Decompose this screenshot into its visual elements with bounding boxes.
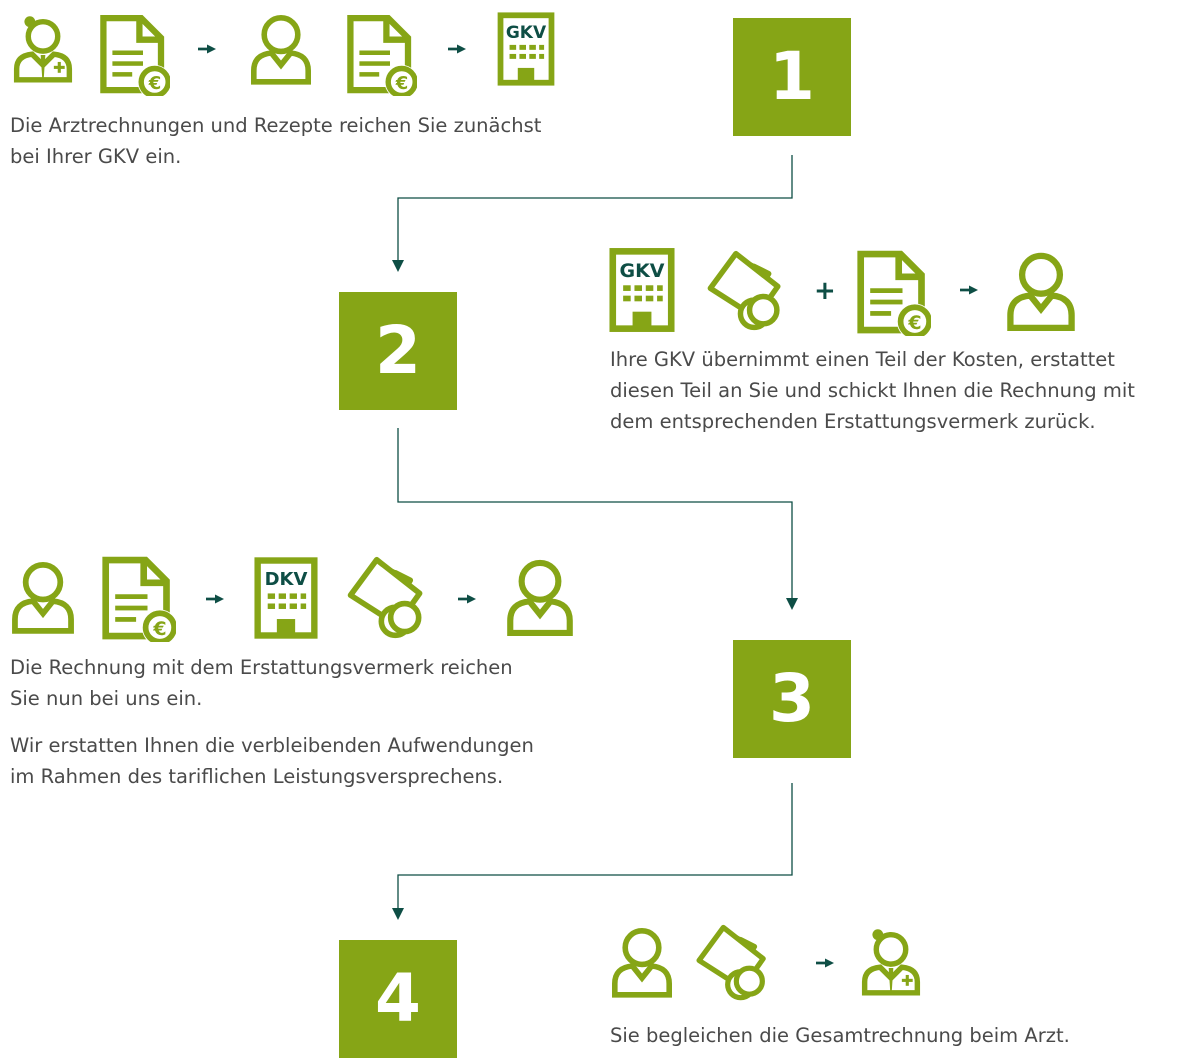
gkv-building-icon: GKV [497,12,555,86]
person-icon [610,925,674,999]
money-icon [344,556,428,640]
invoice-euro-icon: € [100,556,176,642]
gkv-label: GKV [619,260,664,282]
arrow-right-icon [206,594,224,604]
connector-2-3 [397,428,793,600]
connector-arrowhead [392,908,404,920]
connector-arrowhead [392,260,404,272]
person-icon [10,558,76,636]
doctor-icon [860,925,922,997]
step-3-text-secondary: Wir erstatten Ihnen die verbleibenden Au… [10,734,534,788]
arrow-right-icon [960,285,978,295]
step-4-number: 4 [339,940,457,1058]
arrow-right-icon [816,958,834,968]
connector-1-2 [397,155,793,262]
step-2-number: 2 [339,292,457,410]
invoice-euro-icon: € [855,250,931,336]
step-3-number: 3 [733,640,851,758]
person-icon [505,556,575,638]
invoice-euro-icon: € [345,14,417,96]
step-4-text: Sie begleichen die Gesamtrechnung beim A… [610,1024,1070,1047]
arrow-right-icon [448,44,466,54]
step-1-number: 1 [733,18,851,136]
gkv-label: GKV [506,23,547,43]
money-icon [704,250,786,332]
step-2-text: Ihre GKV übernimmt einen Teil der Kosten… [610,348,1135,433]
doctor-icon [12,12,74,84]
step-3-text: Die Rechnung mit dem Erstattungsvermerk … [10,656,513,710]
plus-icon: + [814,276,836,306]
invoice-euro-icon: € [98,14,170,96]
gkv-building-icon: GKV [609,247,675,333]
euro-symbol: € [907,312,921,334]
person-icon [1005,250,1077,332]
dkv-label: DKV [265,569,308,590]
person-icon [249,12,313,86]
euro-symbol: € [152,618,166,640]
dkv-building-icon: DKV [254,556,318,640]
step-1-text: Die Arztrechnungen und Rezepte reichen S… [10,114,542,168]
euro-symbol: € [395,73,409,94]
euro-symbol: € [148,73,162,94]
connector-3-4 [397,783,793,910]
arrow-right-icon [458,594,476,604]
arrow-right-icon [198,44,216,54]
connector-arrowhead [786,598,798,610]
money-icon [693,924,771,1002]
